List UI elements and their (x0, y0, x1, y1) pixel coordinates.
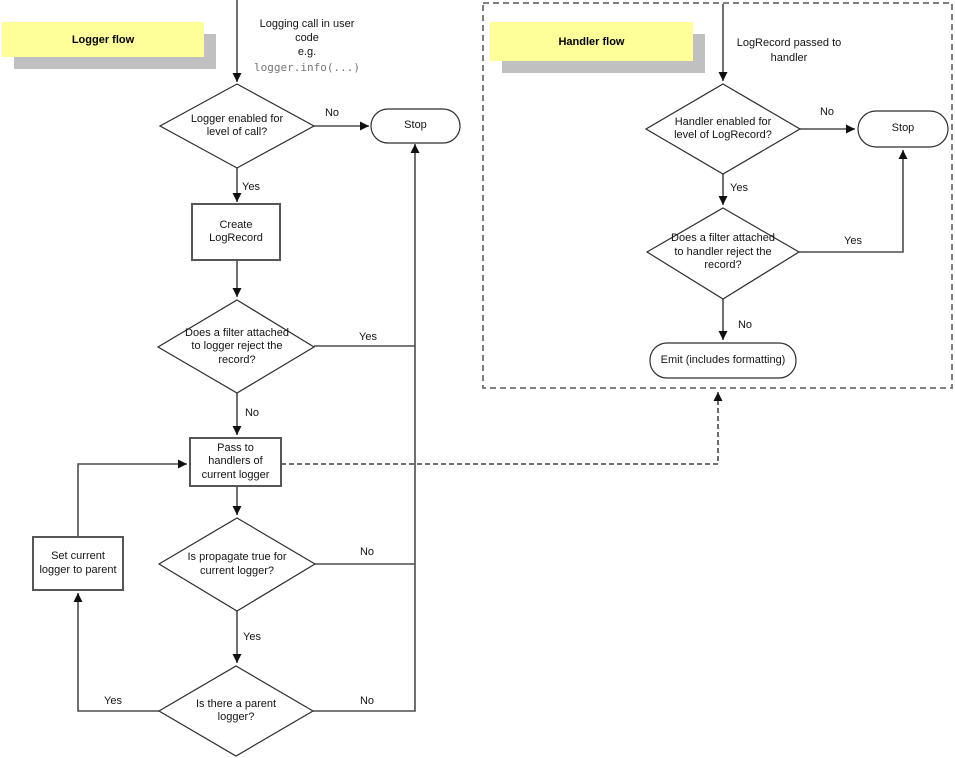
handler-flow-container (482, 2, 953, 389)
edge-label-logger-level-no: No (324, 107, 340, 119)
handler-stop-shape (857, 110, 949, 148)
logger-flow-title: Logger flow (2, 22, 204, 57)
edge-label-propagate-no: No (359, 546, 375, 558)
edge-label-logger-level-yes: Yes (242, 181, 260, 193)
edge-label-propagate-yes: Yes (243, 631, 261, 643)
logging-call-note-line1: Logging call in user (259, 18, 355, 30)
logrecord-passed-note: LogRecord passed to handler (736, 37, 842, 64)
pass-to-handler-connector (281, 392, 723, 465)
logging-call-note: Logging call in user code e.g. logger.in… (232, 17, 382, 75)
logger-level-decision-shape (158, 83, 316, 169)
logging-call-code: logger.info(...) (254, 61, 360, 74)
create-logrecord-shape (191, 203, 281, 261)
handler-filter-decision-shape (645, 207, 801, 300)
edge-label-parent-yes: Yes (104, 695, 122, 707)
logger-filter-decision-shape (156, 299, 316, 394)
edge-label-handler-filter-no: No (737, 319, 753, 331)
logging-call-note-line3: e.g. (297, 46, 317, 58)
emit-shape (649, 342, 797, 379)
edge-label-parent-no: No (359, 695, 375, 707)
edge-label-logger-filter-no: No (244, 407, 260, 419)
propagate-decision-shape (157, 517, 317, 612)
edge-label-logger-filter-yes: Yes (359, 331, 377, 343)
pass-to-handlers-shape (189, 437, 282, 487)
parent-decision-shape (157, 665, 315, 757)
edge-label-handler-level-no: No (819, 106, 835, 118)
logger-stop-shape (370, 108, 461, 144)
handler-flow-title: Handler flow (490, 22, 693, 61)
edge-label-handler-filter-yes: Yes (844, 235, 862, 247)
set-current-logger-shape (32, 536, 124, 591)
handler-level-decision-shape (644, 83, 802, 175)
edge-label-handler-level-yes: Yes (730, 182, 748, 194)
logging-call-note-line2: code (295, 32, 319, 44)
